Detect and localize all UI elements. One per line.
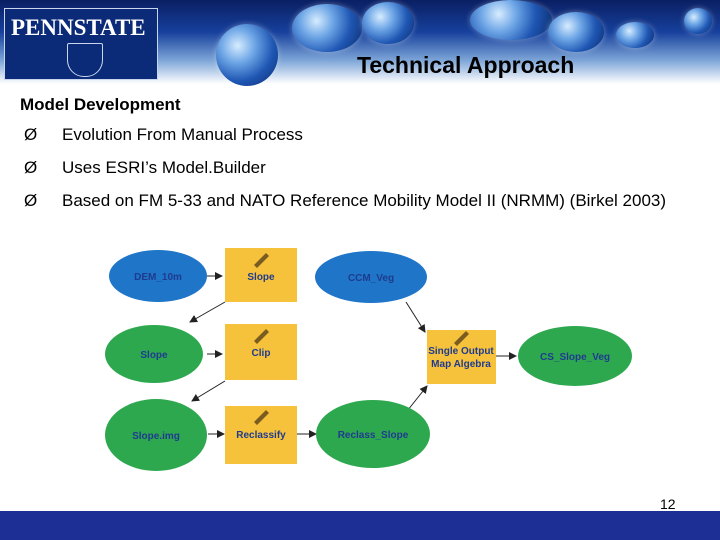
node-slope-img bbox=[105, 399, 207, 471]
hammer-icon bbox=[254, 329, 269, 344]
node-reclass-slope-label: Reclass_Slope bbox=[338, 430, 409, 441]
bullet-icon: Ø bbox=[24, 191, 38, 210]
footer-bar bbox=[0, 511, 720, 540]
node-dem-label: DEM_10m bbox=[134, 272, 182, 283]
node-ccm-veg bbox=[315, 251, 427, 303]
logo-text: PENNSTATE bbox=[11, 15, 146, 40]
bullet-item: Evolution From Manual Process bbox=[62, 125, 303, 144]
tool-map-algebra-label-2: Map Algebra bbox=[431, 359, 491, 370]
hammer-icon bbox=[254, 410, 269, 425]
bullet-item: Uses ESRI’s Model.Builder bbox=[62, 158, 266, 177]
tool-clip-label: Clip bbox=[252, 348, 271, 359]
node-cs-slope-veg bbox=[518, 326, 632, 386]
shield-icon bbox=[67, 43, 103, 77]
globe-icon bbox=[470, 0, 552, 40]
globe-icon bbox=[616, 22, 654, 48]
hammer-icon bbox=[454, 331, 469, 346]
node-ccm-veg-label: CCM_Veg bbox=[348, 273, 394, 284]
node-slope-img-label: Slope.img bbox=[132, 431, 180, 442]
tool-slope bbox=[225, 248, 297, 302]
bullet-item: Based on FM 5-33 and NATO Reference Mobi… bbox=[62, 191, 667, 210]
bullet-icon: Ø bbox=[24, 125, 38, 144]
tool-slope-label: Slope bbox=[247, 272, 275, 283]
node-slope-data-label: Slope bbox=[140, 350, 168, 361]
connectors bbox=[189, 272, 517, 438]
globe-icon bbox=[292, 4, 362, 52]
node-reclass-slope bbox=[316, 400, 430, 468]
tool-clip bbox=[225, 324, 297, 380]
connector-arrow bbox=[405, 301, 426, 333]
node-slope-data bbox=[105, 325, 203, 383]
globe-icon bbox=[216, 24, 278, 86]
globe-icon bbox=[548, 12, 604, 52]
tool-reclassify-label: Reclassify bbox=[236, 430, 286, 441]
globe-icon bbox=[684, 8, 712, 34]
connector-arrow bbox=[189, 301, 226, 323]
node-cs-slope-veg-label: CS_Slope_Veg bbox=[540, 352, 610, 363]
bullet-icon: Ø bbox=[24, 158, 38, 177]
page-number: 12 bbox=[660, 496, 676, 512]
header-banner: PENNSTATE bbox=[0, 0, 720, 86]
tool-map-algebra-label-1: Single Output bbox=[428, 346, 494, 357]
penn-state-logo: PENNSTATE bbox=[4, 8, 158, 80]
connector-arrow bbox=[191, 380, 226, 402]
section-title: Model Development bbox=[20, 95, 181, 114]
hammer-icon bbox=[254, 253, 269, 268]
slide-title: Technical Approach bbox=[357, 52, 575, 78]
model-builder-diagram: DEM_10m Slope CCM_Veg Slope Clip Single … bbox=[105, 248, 632, 471]
globe-icon bbox=[362, 2, 414, 44]
node-dem bbox=[109, 250, 207, 302]
